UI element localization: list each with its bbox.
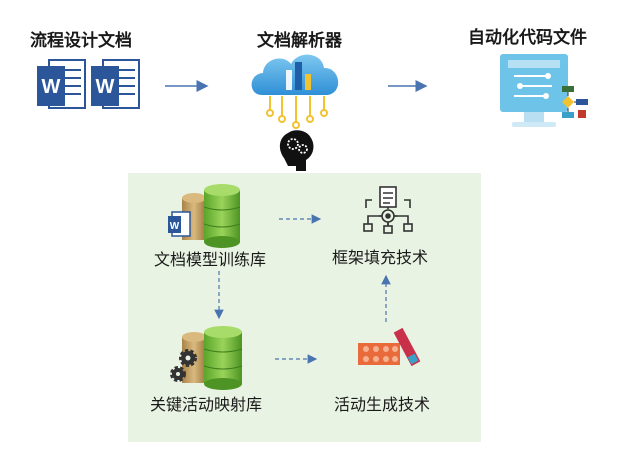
svg-text:W: W xyxy=(170,221,180,232)
database-icon: W xyxy=(168,184,241,248)
building-blocks-icon xyxy=(358,327,421,367)
label-activity-map-library: 关键活动映射库 xyxy=(150,395,263,414)
svg-text:W: W xyxy=(96,76,115,98)
title-auto-code: 自动化代码文件 xyxy=(468,28,587,48)
database-icon xyxy=(170,326,243,390)
word-doc-icon: W xyxy=(91,59,140,109)
title-doc-parser: 文档解析器 xyxy=(257,31,342,51)
word-doc-icon: W xyxy=(37,59,86,109)
cloud-parser-icon xyxy=(251,54,339,129)
svg-text:W: W xyxy=(42,76,61,98)
code-monitor-icon xyxy=(500,54,588,127)
label-doc-model-library: 文档模型训练库 xyxy=(154,250,267,269)
label-activity-generation: 活动生成技术 xyxy=(334,395,431,414)
title-design-docs: 流程设计文档 xyxy=(30,31,132,51)
label-framework-fill: 框架填充技术 xyxy=(332,248,429,267)
brain-gear-icon xyxy=(279,130,314,171)
document-gear-workflow-icon xyxy=(363,186,413,234)
